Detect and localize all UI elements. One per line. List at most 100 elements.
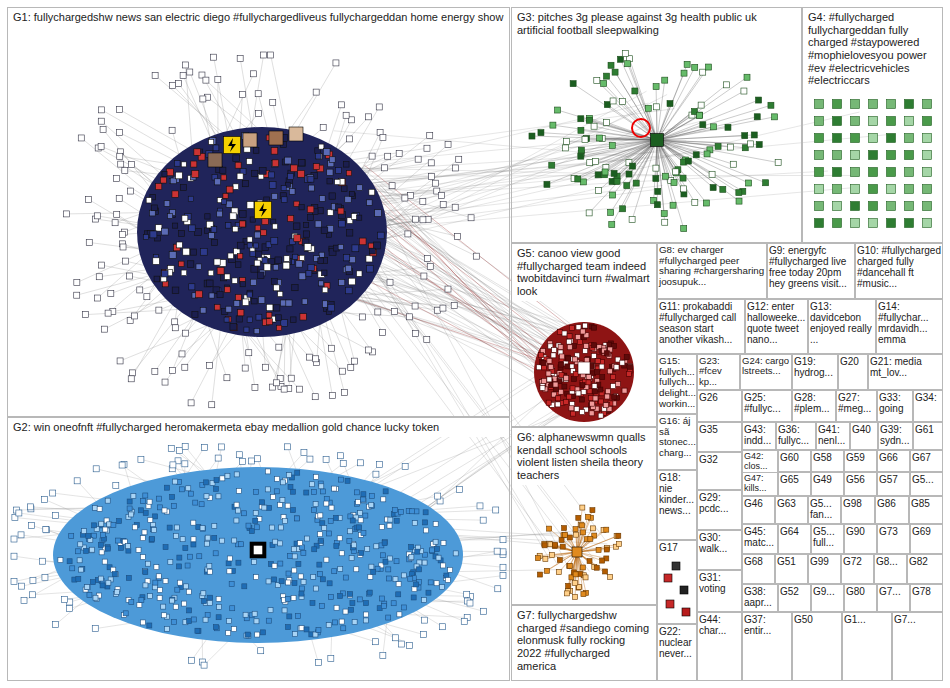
vertex-square <box>772 114 778 120</box>
vertex-square <box>335 179 340 184</box>
vertex-square <box>211 227 217 233</box>
vertex-square <box>748 141 754 147</box>
vertex-square <box>587 160 593 166</box>
vertex-square <box>756 97 762 103</box>
vertex-square <box>397 612 402 617</box>
vertex-square <box>247 237 252 242</box>
vertex-square <box>380 652 386 658</box>
vertex-square <box>255 251 261 257</box>
vertex-square <box>375 210 382 217</box>
vertex-square <box>187 261 194 268</box>
vertex-square <box>180 72 186 78</box>
vertex-square <box>157 587 162 592</box>
vertex-square <box>170 597 175 602</box>
vertex-square <box>270 99 276 105</box>
vertex-square <box>298 159 304 165</box>
vertex-square <box>276 325 281 330</box>
vertex-square <box>274 285 280 291</box>
vertex-square <box>187 69 193 75</box>
vertex-square <box>213 551 218 556</box>
vertex-square <box>833 100 842 109</box>
vertex-square <box>53 513 59 519</box>
vertex-square <box>203 617 208 622</box>
vertex-square <box>242 584 247 589</box>
vertex-square <box>320 489 325 494</box>
vertex-square <box>617 56 623 62</box>
vertex-square <box>147 623 152 628</box>
vertex-square <box>692 64 698 70</box>
vertex-square <box>284 256 290 262</box>
vertex-square <box>339 102 345 108</box>
vertex-square <box>249 458 255 464</box>
vertex-square <box>869 219 878 228</box>
vertex-square <box>234 472 239 477</box>
vertex-square <box>268 172 274 178</box>
vertex-square <box>272 193 278 199</box>
vertex-square <box>583 348 588 353</box>
vertex-square <box>299 205 304 210</box>
vertex-square <box>253 148 259 154</box>
vertex-square <box>204 494 209 499</box>
vertex-square <box>252 170 258 176</box>
vertex-square <box>291 595 296 600</box>
vertex-square <box>85 585 90 590</box>
vertex-square <box>287 614 292 619</box>
vertex-square <box>270 525 275 530</box>
vertex-square <box>114 211 120 217</box>
vertex-square <box>126 273 132 279</box>
vertex-square <box>268 52 274 58</box>
vertex-square <box>197 554 202 559</box>
vertex-square <box>833 185 842 194</box>
vertex-square <box>185 563 190 568</box>
vertex-square <box>141 499 146 504</box>
vertex-square <box>237 55 243 61</box>
vertex-square <box>189 225 195 231</box>
vertex-square <box>152 72 158 78</box>
vertex-square <box>341 626 346 631</box>
vertex-square <box>264 264 271 271</box>
vertex-square <box>333 620 338 625</box>
vertex-square <box>315 153 321 159</box>
vertex-square <box>293 254 298 259</box>
vertex-square <box>100 583 105 588</box>
vertex-square <box>294 516 299 521</box>
vertex-square <box>359 551 364 556</box>
network-line <box>657 77 747 140</box>
vertex-square <box>680 175 686 181</box>
vertex-square <box>286 580 291 585</box>
vertex-square <box>595 172 601 178</box>
vertex-square <box>380 134 386 140</box>
vertex-square <box>215 76 221 82</box>
vertex-square <box>620 98 626 104</box>
vertex-square <box>298 574 303 579</box>
vertex-square <box>700 69 706 75</box>
vertex-square <box>29 592 35 598</box>
vertex-square <box>193 500 198 505</box>
vertex-square <box>169 367 175 373</box>
vertex-square <box>188 196 193 201</box>
vertex-square <box>116 130 122 136</box>
vertex-square <box>345 265 351 271</box>
vertex-square <box>293 223 300 230</box>
vertex-square <box>396 592 401 597</box>
vertex-square <box>424 145 430 151</box>
vertex-square <box>202 599 207 604</box>
vertex-square <box>318 532 323 537</box>
vertex-square <box>179 351 185 357</box>
vertex-square <box>386 567 391 572</box>
vertex-square <box>269 182 276 189</box>
vertex-square <box>207 563 212 568</box>
vertex-square <box>654 202 660 208</box>
vertex-square <box>211 54 217 60</box>
vertex-square <box>291 317 297 323</box>
network-line <box>578 140 657 179</box>
vertex-square <box>273 539 278 544</box>
vertex-square <box>348 365 354 371</box>
vertex-square <box>226 201 232 207</box>
vertex-square <box>146 561 151 566</box>
vertex-square <box>402 463 408 469</box>
vertex-square <box>615 357 620 362</box>
vertex-square <box>815 168 824 177</box>
vertex-square <box>192 170 199 177</box>
vertex-square <box>11 536 17 542</box>
